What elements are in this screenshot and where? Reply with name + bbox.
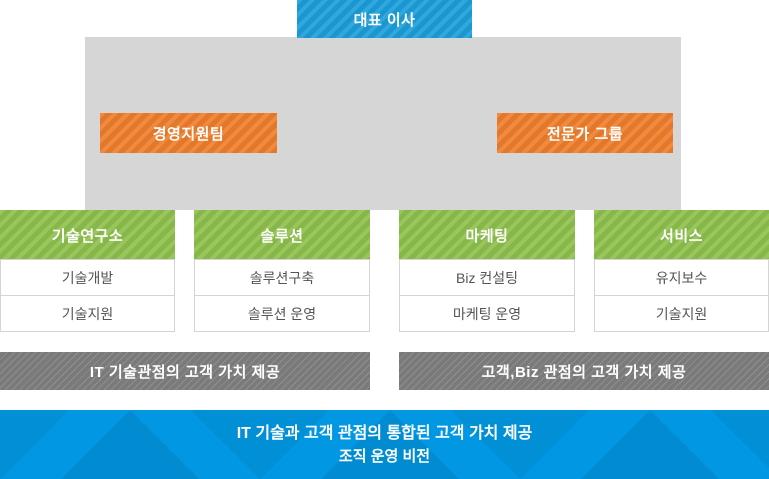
team-label: 기술지원: [655, 305, 708, 322]
team-label: Biz 컨설팅: [456, 269, 518, 286]
division-marketing: 마케팅 Biz 컨설팅 마케팅 운영: [399, 210, 575, 332]
team-cell: 마케팅 운영: [399, 295, 575, 332]
division-header: 마케팅: [399, 210, 575, 260]
team-label: 마케팅 운영: [452, 305, 522, 322]
division-label: 솔루션: [260, 227, 304, 245]
division-tech-research: 기술연구소 기술개발 기술지원: [0, 210, 175, 332]
division-header: 솔루션: [194, 210, 370, 260]
team-cell: 기술지원: [0, 295, 175, 332]
value-bar-label: 고객,Biz 관점의 고객 가치 제공: [481, 363, 687, 381]
vision-subtitle: 조직 운영 비전: [338, 448, 431, 466]
team-label: 솔루션구축: [249, 269, 315, 286]
staff-team-label: 전문가 그룹: [546, 125, 624, 143]
division-header: 기술연구소: [0, 210, 175, 260]
team-label: 기술지원: [61, 305, 114, 322]
team-cell: Biz 컨설팅: [399, 259, 575, 296]
team-cell: 솔루션 운영: [194, 295, 370, 332]
team-label: 유지보수: [655, 269, 708, 286]
value-bar-label: IT 기술관점의 고객 가치 제공: [89, 363, 281, 381]
value-bar-it-perspective: IT 기술관점의 고객 가치 제공: [0, 352, 370, 390]
division-solution: 솔루션 솔루션구축 솔루션 운영: [194, 210, 370, 332]
team-label: 솔루션 운영: [247, 305, 317, 322]
division-label: 마케팅: [465, 227, 509, 245]
division-service: 서비스 유지보수 기술지원: [594, 210, 769, 332]
staff-team-management-support: 경영지원팀: [100, 113, 277, 153]
team-cell: 유지보수: [594, 259, 769, 296]
ceo-box: 대표 이사: [297, 0, 472, 38]
team-cell: 솔루션구축: [194, 259, 370, 296]
vision-banner: IT 기술과 고객 관점의 통합된 고객 가치 제공 조직 운영 비전: [0, 410, 769, 479]
value-bar-customer-biz-perspective: 고객,Biz 관점의 고객 가치 제공: [399, 352, 769, 390]
team-cell: 기술개발: [0, 259, 175, 296]
staff-team-label: 경영지원팀: [152, 125, 225, 143]
team-cell: 기술지원: [594, 295, 769, 332]
division-header: 서비스: [594, 210, 769, 260]
ceo-label: 대표 이사: [353, 11, 416, 29]
team-label: 기술개발: [61, 269, 114, 286]
staff-team-expert-group: 전문가 그룹: [497, 113, 673, 153]
division-label: 기술연구소: [51, 227, 124, 245]
vision-statement: IT 기술과 고객 관점의 통합된 고객 가치 제공: [236, 424, 533, 442]
division-label: 서비스: [660, 227, 703, 245]
